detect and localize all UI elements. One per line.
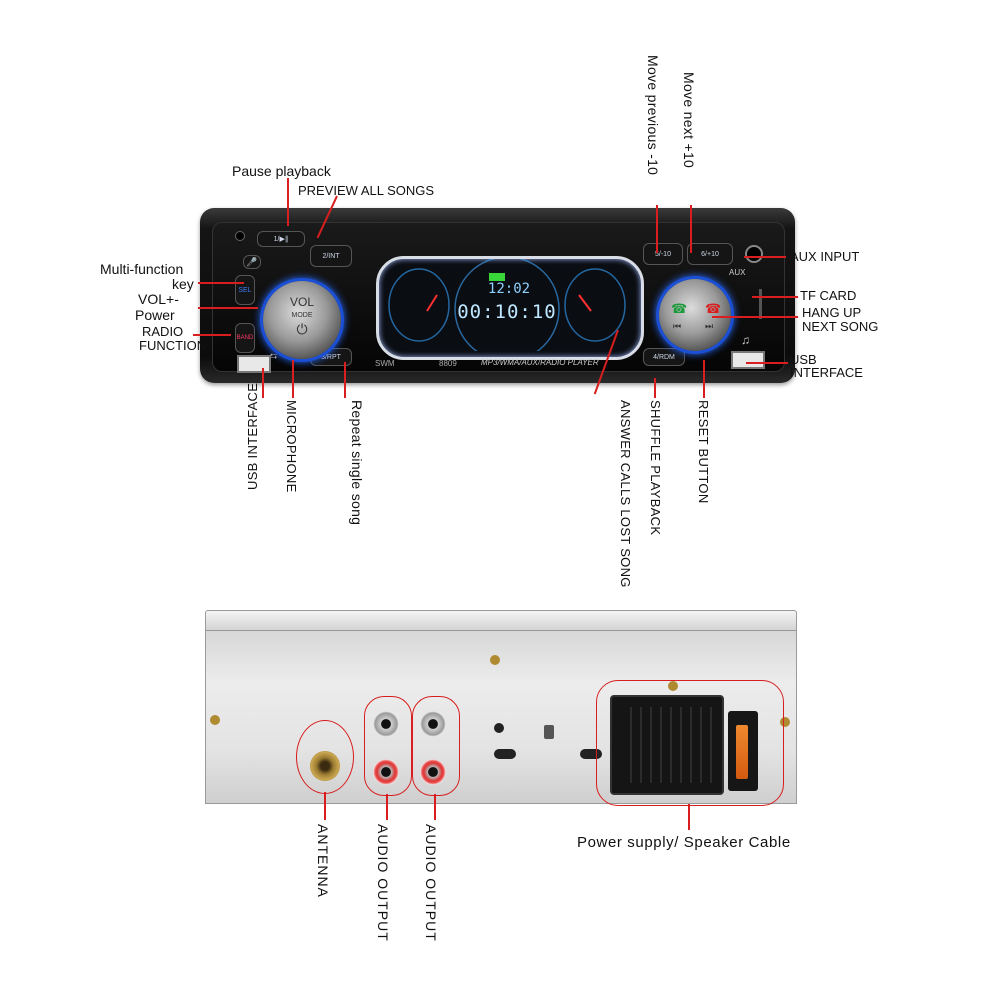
- mode-knob-label: MODE: [291, 312, 313, 319]
- leader-vol: [198, 307, 258, 309]
- leader-usb-right: [746, 362, 788, 364]
- label-usb-right-1: USB: [790, 352, 817, 367]
- rear-panel: [205, 610, 797, 804]
- leader-reset: [703, 360, 705, 398]
- label-usb-interface-left: USB INTERFACE: [245, 382, 260, 490]
- label-audio-output-1: AUDIO OUTPUT: [375, 824, 391, 942]
- tf-card-slot[interactable]: [759, 289, 762, 319]
- leader-antenna: [324, 792, 326, 820]
- next-icon: ⏭: [705, 321, 714, 331]
- screw: [544, 725, 554, 739]
- display-clock: 12:02: [487, 281, 531, 297]
- iso-connector-pins: [622, 707, 712, 783]
- leader-power: [688, 804, 690, 830]
- bolt: [668, 681, 678, 691]
- label-antenna: ANTENNA: [315, 824, 331, 898]
- usb-port-left[interactable]: [237, 355, 271, 373]
- button-1-pause[interactable]: 1/▶∥: [257, 231, 305, 247]
- label-hang-up-1: HANG UP: [802, 305, 862, 320]
- ring-antenna: [296, 720, 354, 794]
- power-icon: ⏻: [296, 321, 308, 337]
- label-move-next: Move next +10: [681, 72, 697, 169]
- bolt: [490, 655, 500, 665]
- label-power-supply: Power supply/ Speaker Cable: [577, 834, 791, 851]
- label-preview-all-songs: PREVIEW ALL SONGS: [298, 183, 435, 198]
- label-repeat-single-song: Repeat single song: [349, 400, 365, 526]
- button-5-prev10[interactable]: 5/-10: [643, 243, 683, 265]
- label-radio-1: RADIO: [142, 324, 184, 339]
- leader-pause: [287, 178, 289, 226]
- button-2-int[interactable]: 2/INT: [310, 245, 352, 267]
- bolt: [780, 717, 790, 727]
- iso-connector[interactable]: [610, 695, 724, 795]
- prev-icon: ⏮: [673, 321, 682, 331]
- leader-next: [690, 205, 692, 253]
- aux-jack[interactable]: [745, 245, 763, 263]
- leader-shuffle: [654, 378, 656, 398]
- brand-label: SWM: [375, 359, 395, 368]
- lcd-display: 12:02 00:10:10: [376, 256, 644, 360]
- leader-aux: [744, 256, 786, 258]
- leader-mic: [292, 360, 294, 398]
- label-microphone: MICROPHONE: [284, 400, 299, 493]
- label-audio-output-2: AUDIO OUTPUT: [423, 824, 439, 942]
- right-knob[interactable]: ☎ ☎ ⏮ ⏭: [659, 279, 731, 351]
- ring-power: [596, 680, 784, 806]
- front-panel: 1/▶∥ 2/INT 3/RPT 🎤 SEL BAND VOL MODE ⏻ ⮀…: [200, 208, 795, 383]
- music-note-icon: ♫: [741, 333, 750, 347]
- leader-mfk: [198, 282, 244, 284]
- fuse-holder[interactable]: [728, 711, 758, 791]
- leader-audio-1: [386, 794, 388, 820]
- ring-audio-1: [364, 696, 412, 796]
- label-pause-playback: Pause playback: [232, 163, 331, 179]
- label-reset-button: RESET BUTTON: [696, 400, 711, 504]
- vol-knob-label: VOL: [289, 295, 314, 309]
- leader-repeat: [344, 362, 346, 398]
- label-aux-input: AUX INPUT: [790, 249, 860, 264]
- display-main-digits: 00:10:10: [457, 301, 557, 323]
- phone-answer-icon: ☎: [671, 301, 688, 316]
- mic-icon-button[interactable]: 🎤: [243, 255, 261, 269]
- leader-tf: [752, 296, 798, 298]
- leader-audio-2: [434, 794, 436, 820]
- slot-hole: [580, 749, 602, 759]
- bolt: [210, 715, 220, 725]
- label-power: Power: [135, 307, 175, 323]
- label-radio-2: FUNCTION: [139, 338, 207, 353]
- button-4-rdm[interactable]: 4/RDM: [643, 348, 685, 366]
- label-hang-up-2: NEXT SONG: [802, 319, 879, 334]
- leader-radio: [193, 334, 231, 336]
- label-vol: VOL+-: [138, 291, 179, 307]
- phone-hangup-icon: ☎: [705, 301, 722, 316]
- band-button[interactable]: BAND: [235, 323, 255, 353]
- slot-hole: [494, 749, 516, 759]
- label-multi-function-1: Multi-function: [100, 261, 184, 277]
- fuse: [736, 725, 748, 779]
- usb-icon: ⮀: [270, 351, 278, 361]
- volume-knob[interactable]: VOL MODE ⏻: [263, 281, 341, 359]
- label-shuffle-playback: SHUFFLE PLAYBACK: [648, 400, 663, 536]
- leader-prev: [656, 205, 658, 253]
- tagline-label: MP3/WMA/AUX/RADIO PLAYER: [481, 358, 599, 367]
- label-multi-function-2: key: [172, 276, 194, 292]
- model-label: 8809: [439, 359, 457, 368]
- label-answer-calls: ANSWER CALLS LOST SONG: [618, 400, 633, 588]
- front-faceplate: 1/▶∥ 2/INT 3/RPT 🎤 SEL BAND VOL MODE ⏻ ⮀…: [212, 222, 785, 373]
- aux-label: AUX: [729, 268, 746, 277]
- ring-audio-2: [412, 696, 460, 796]
- label-tf-card: TF CARD: [800, 288, 857, 303]
- rear-plate: [205, 630, 797, 804]
- leader-usb-left: [262, 368, 264, 398]
- label-move-previous: Move previous -10: [645, 55, 661, 176]
- usb-port-right[interactable]: [731, 351, 765, 369]
- label-usb-right-2: INTERFACE: [790, 365, 863, 380]
- sel-button[interactable]: SEL: [235, 275, 255, 305]
- mic-hole-icon: [235, 231, 245, 241]
- leader-hangup: [712, 316, 798, 318]
- button-6-next10[interactable]: 6/+10: [687, 243, 733, 265]
- screw-hole: [494, 723, 504, 733]
